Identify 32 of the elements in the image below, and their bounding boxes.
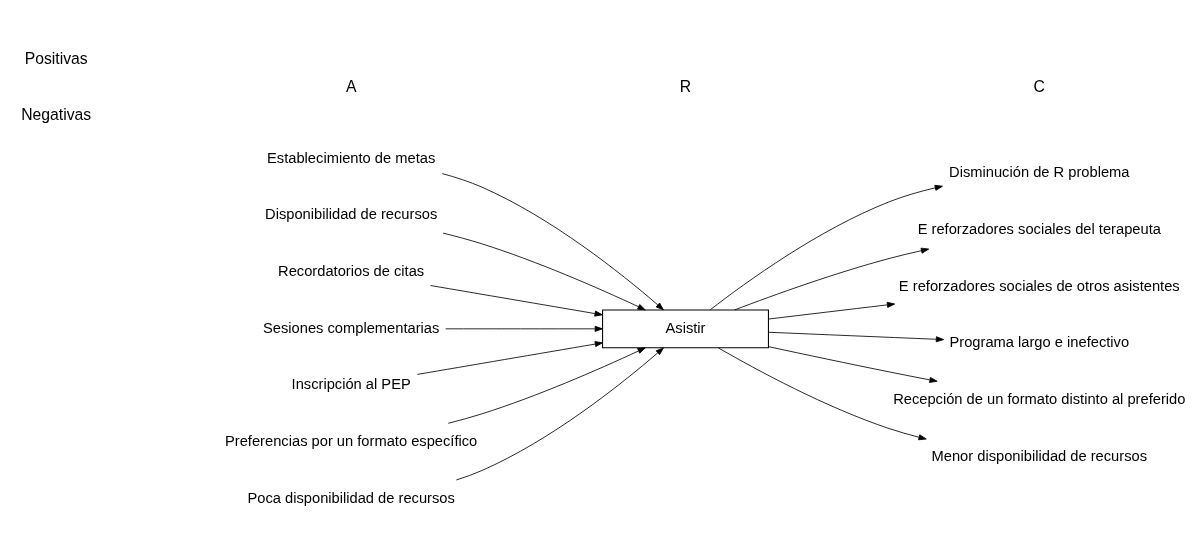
- node-text: Preferencias por un formato específico: [225, 433, 478, 450]
- arrow: [442, 232, 646, 311]
- arrow: [768, 301, 896, 320]
- node-text: Poca disponibilidad de recursos: [247, 489, 455, 506]
- arrow: [768, 331, 945, 343]
- label: R: [679, 78, 692, 96]
- node-text: Establecimiento de metas: [267, 149, 436, 166]
- arrow: [717, 347, 927, 441]
- arrow: [447, 347, 646, 424]
- node-box: Asistir: [602, 309, 769, 349]
- arrow: [734, 247, 930, 311]
- node-text: Inscripción al PEP: [291, 376, 411, 393]
- node-text: Recepción de un formato distinto al preferido: [893, 391, 1186, 408]
- arrow: [709, 184, 943, 311]
- node-text: Programa largo e inefectivo: [949, 334, 1130, 351]
- arrow: [455, 347, 664, 481]
- node-text: Disponibilidad de recursos: [265, 206, 438, 223]
- node-text: E reforzadores sociales del terapeuta: [917, 221, 1161, 238]
- node-text: Sesiones complementarias: [262, 319, 440, 336]
- node-text: E reforzadores sociales de otros asistentes: [898, 277, 1180, 294]
- arrow: [445, 325, 603, 332]
- arrow: [417, 341, 603, 375]
- label: Negativas: [21, 106, 92, 124]
- arrow: [430, 285, 603, 317]
- arrow: [768, 346, 938, 383]
- arrow: [441, 173, 664, 311]
- node-text: Menor disponibilidad de recursos: [931, 447, 1148, 464]
- node-text: Recordatorios de citas: [278, 263, 425, 280]
- label: C: [1033, 78, 1045, 96]
- label: Positivas: [24, 49, 88, 67]
- label: A: [345, 78, 357, 96]
- node-text: Disminución de R problema: [949, 164, 1130, 181]
